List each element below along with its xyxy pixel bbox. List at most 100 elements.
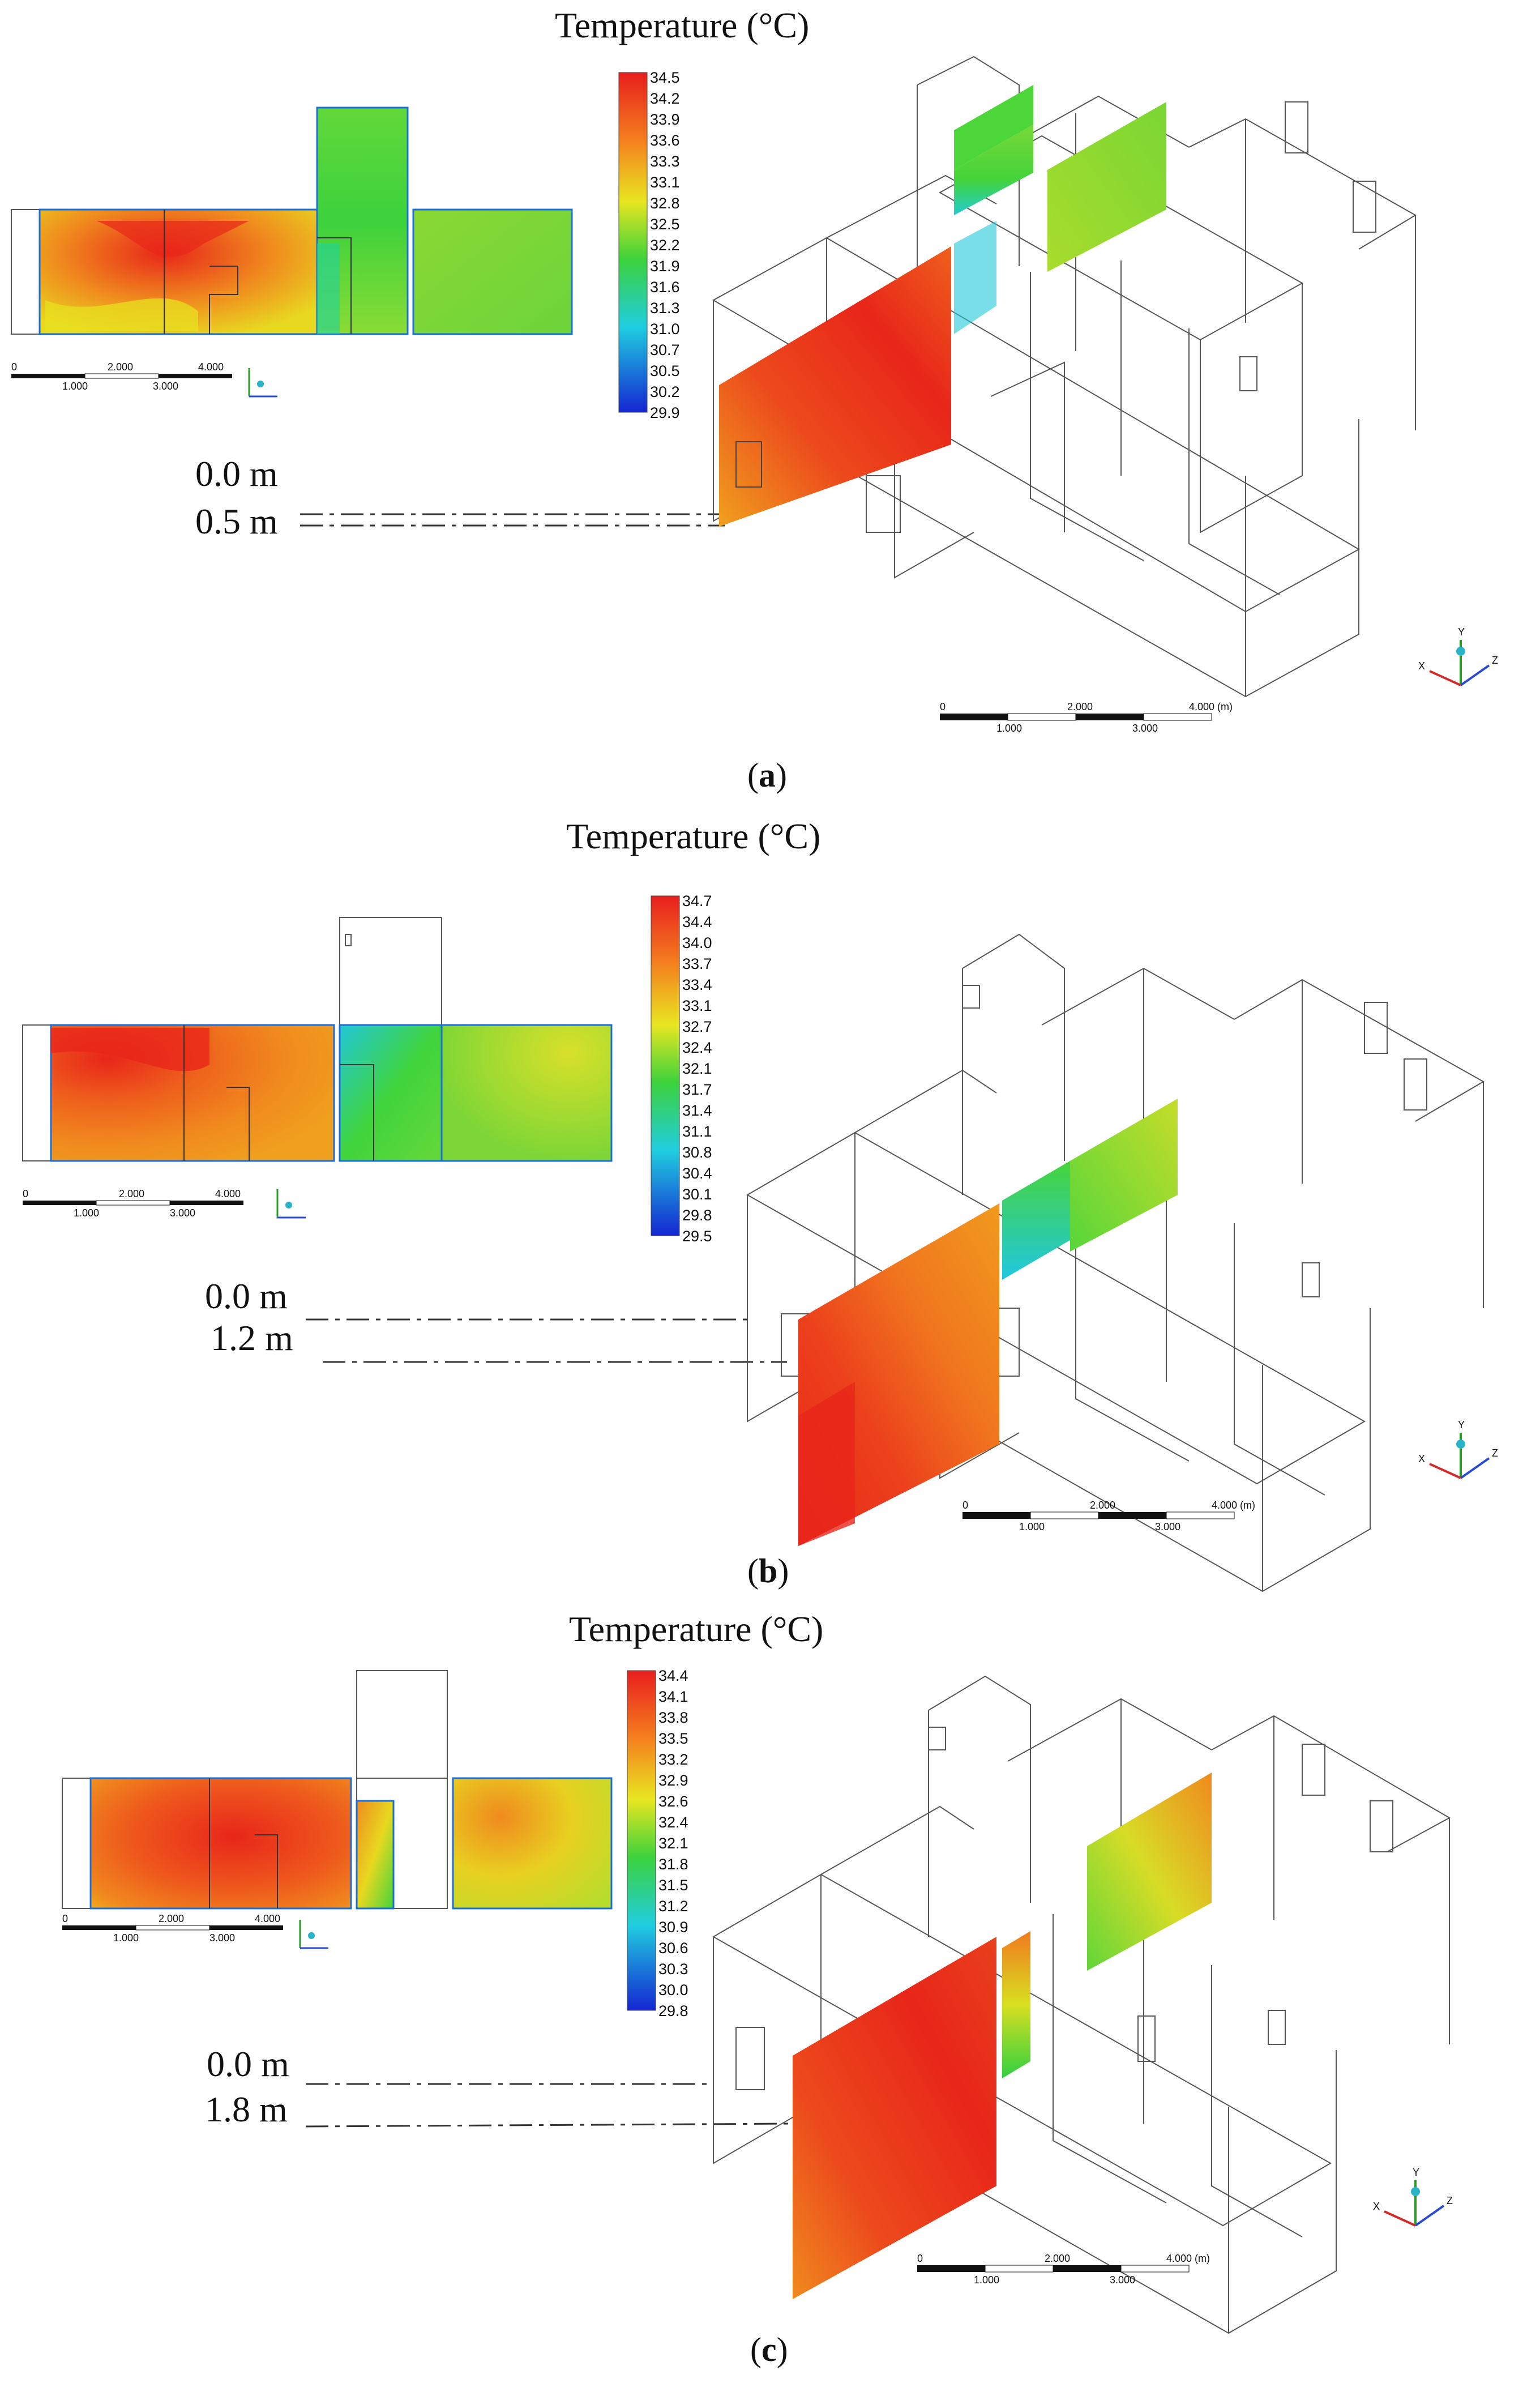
- scale-label: 3.000: [170, 1207, 195, 1219]
- tick-label: 29.8: [682, 1207, 712, 1224]
- tick-label: 34.1: [658, 1688, 688, 1705]
- scale-label: 3.000: [1110, 2274, 1135, 2286]
- tick-label: 29.8: [658, 2002, 688, 2019]
- tick-label: 34.4: [682, 913, 712, 930]
- scale-label: 4.000: [255, 1913, 280, 1924]
- axis-label: X: [1373, 2201, 1380, 2212]
- tick-label: 34.4: [658, 1667, 688, 1684]
- tick-label: 31.3: [650, 300, 680, 317]
- height-label: 1.8 m: [205, 2089, 288, 2129]
- tick-label: 32.1: [658, 1835, 688, 1852]
- scale-label: 3.000: [1132, 723, 1158, 734]
- colorbar-title: Temperature (°C): [569, 1609, 824, 1649]
- scale-label: 0: [917, 2253, 923, 2264]
- tick-label: 32.2: [650, 237, 680, 254]
- tick-label: 32.1: [682, 1060, 712, 1077]
- scale-label: 0: [11, 361, 17, 373]
- scale-label: 3.000: [209, 1932, 235, 1944]
- tick-label: 33.3: [650, 153, 680, 170]
- scale-label: 0: [940, 701, 946, 712]
- building-3d-view: [712, 55, 1417, 698]
- axis-label: Y: [1458, 626, 1465, 638]
- tick-label: 33.1: [682, 997, 712, 1014]
- panel-b: Temperature (°C) 34.7 34.4 34.0 33.7 33.…: [0, 804, 1540, 1597]
- tick-label: 32.5: [650, 216, 680, 233]
- plan-view: [22, 917, 613, 1162]
- scale-label: 1.000: [996, 723, 1022, 734]
- axis-triad-icon: [299, 1920, 328, 1949]
- tick-label: 32.4: [658, 1814, 688, 1831]
- tick-label: 33.2: [658, 1751, 688, 1768]
- tick-label: 30.9: [658, 1919, 688, 1936]
- tick-label: 30.6: [658, 1940, 688, 1957]
- leader-lines: [300, 513, 725, 527]
- panel-caption: (c): [750, 2331, 788, 2368]
- axis-triad-icon: [248, 368, 277, 398]
- scale-label: 1.000: [974, 2274, 999, 2286]
- colorbar: [618, 72, 648, 413]
- tick-label: 31.1: [682, 1123, 712, 1140]
- tick-label: 31.9: [650, 258, 680, 275]
- tick-label: 30.8: [682, 1144, 712, 1161]
- plan-view: [62, 1670, 613, 1910]
- tick-label: 30.0: [658, 1981, 688, 1998]
- axis-triad-icon: Y Z X: [1418, 1419, 1498, 1479]
- tick-label: 32.9: [658, 1772, 688, 1789]
- building-3d-view: [746, 933, 1485, 1592]
- building-3d-view: [712, 1675, 1451, 2334]
- scale-label: 0: [23, 1188, 28, 1199]
- axis-triad-icon: [276, 1189, 306, 1219]
- tick-label: 33.9: [650, 111, 680, 128]
- colorbar: [627, 1670, 656, 2011]
- main-scale-bar: 0 2.000 4.000 (m) 1.000 3.000: [917, 2253, 1210, 2286]
- leader-lines: [305, 2083, 793, 2128]
- scale-label: 1.000: [74, 1207, 99, 1219]
- tick-label: 29.9: [650, 404, 680, 421]
- axis-triad-icon: Y Z X: [1373, 2167, 1453, 2227]
- scale-label: 4.000: [1212, 1500, 1237, 1511]
- scale-label: 1.000: [113, 1932, 139, 1944]
- scale-label: 4.000: [198, 361, 224, 373]
- colorbar-title: Temperature (°C): [555, 5, 810, 45]
- scale-label: 4.000: [1189, 701, 1214, 712]
- tick-label: 32.4: [682, 1039, 712, 1056]
- scale-label: 2.000: [119, 1188, 144, 1199]
- tick-label: 32.8: [650, 195, 680, 212]
- height-label: 0.5 m: [195, 501, 278, 541]
- plan-scale-bar: 0 2.000 4.000 1.000 3.000: [62, 1913, 283, 1944]
- tick-label: 30.1: [682, 1186, 712, 1203]
- main-scale-bar: 0 2.000 4.000 (m) 1.000 3.000: [962, 1500, 1255, 1532]
- colorbar: [651, 895, 680, 1236]
- tick-label: 31.0: [650, 321, 680, 338]
- axis-label: X: [1418, 660, 1425, 672]
- tick-label: 33.7: [682, 955, 712, 972]
- tick-label: 31.7: [682, 1081, 712, 1098]
- panel-caption: (a): [747, 757, 787, 794]
- scale-label: 2.000: [108, 361, 133, 373]
- scale-label: 0: [62, 1913, 68, 1924]
- scale-label: 1.000: [1019, 1521, 1045, 1532]
- axis-label: X: [1418, 1453, 1425, 1464]
- plan-scale-bar: 0 2.000 4.000 1.000 3.000: [11, 361, 232, 392]
- scale-label: 4.000: [215, 1188, 241, 1199]
- axis-label: Z: [1492, 1447, 1498, 1459]
- axis-triad-icon: Y Z X: [1418, 626, 1498, 686]
- height-label: 0.0 m: [195, 454, 278, 494]
- tick-label: 30.2: [650, 383, 680, 400]
- panel-caption: (b): [747, 1552, 789, 1590]
- axis-label: Y: [1458, 1419, 1465, 1430]
- scale-label: 4.000: [1166, 2253, 1192, 2264]
- plan-view: [11, 106, 573, 335]
- scale-label: 2.000: [1090, 1500, 1115, 1511]
- scale-label: 3.000: [1155, 1521, 1180, 1532]
- plan-scale-bar: 0 2.000 4.000 1.000 3.000: [23, 1188, 243, 1219]
- scale-label: 2.000: [1067, 701, 1093, 712]
- tick-label: 33.1: [650, 174, 680, 191]
- scale-label: 2.000: [159, 1913, 184, 1924]
- scale-label: 3.000: [153, 381, 178, 392]
- scale-label: 0: [962, 1500, 968, 1511]
- axis-label: Y: [1413, 2167, 1419, 2178]
- colorbar-title: Temperature (°C): [566, 816, 821, 856]
- tick-label: 33.6: [650, 132, 680, 149]
- tick-label: 30.7: [650, 341, 680, 358]
